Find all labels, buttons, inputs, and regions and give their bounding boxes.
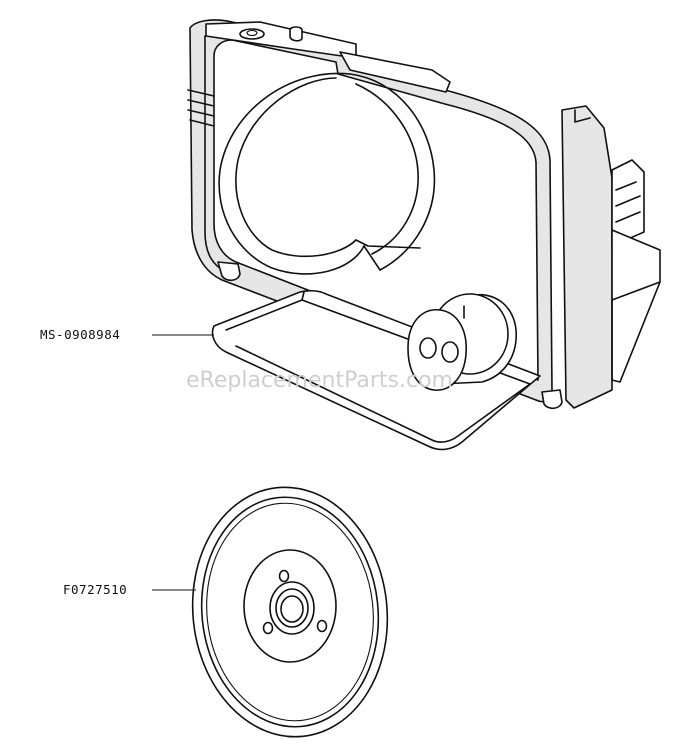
part-number-label: F0727510: [63, 582, 127, 597]
callout-f0727510: F0727510: [63, 582, 196, 597]
watermark: eReplacementParts.com: [186, 368, 453, 393]
part-number-label: MS-0908984: [40, 327, 120, 342]
slicer-body: [187, 19, 661, 451]
callout-ms-0908984: MS-0908984: [40, 327, 214, 342]
cutting-blade: [191, 486, 389, 738]
